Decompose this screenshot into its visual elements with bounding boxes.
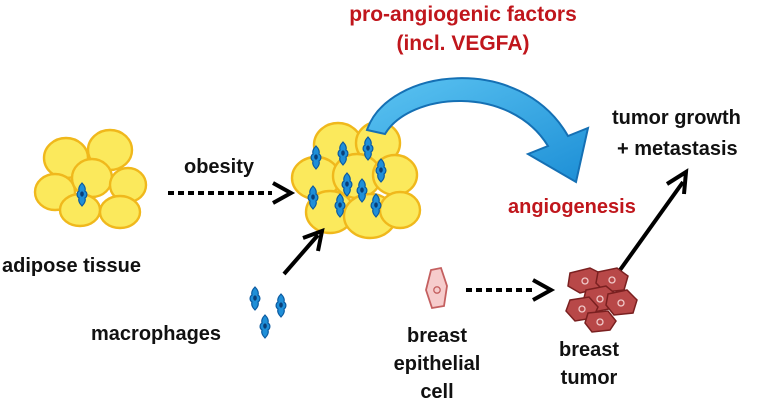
macrophages-label: macrophages [91,323,221,345]
pro-angiogenic-factors-label: pro-angiogenic factors [349,3,577,26]
vegfa-label: (incl. VEGFA) [396,32,529,55]
tumor-label-line2: tumor [561,367,618,389]
progression-arrow [608,168,689,286]
tumor-growth-label: tumor growth [612,107,741,129]
angiogenesis-label: angiogenesis [508,196,636,218]
adipose-tissue-cluster [33,128,148,230]
obesity-arrow [168,181,296,205]
macrophage-icon [249,286,261,311]
macrophage-infiltration-arrow [282,227,325,276]
macrophage-icon [259,314,271,339]
transformation-arrow [466,278,556,302]
epithelial-cell-icon [425,266,448,310]
curved-arrow-icon [365,77,590,184]
epithelial-label-line3: cell [420,381,453,403]
tumor-label-line1: breast [559,339,619,361]
epithelial-label-line2: epithelial [394,353,481,375]
tumor-cells-icon [565,267,638,333]
adipose-tissue-label: adipose tissue [2,255,141,277]
obesity-label: obesity [184,156,255,178]
epithelial-label-line1: breast [407,325,467,347]
macrophages-group [249,286,287,339]
metastasis-label: + metastasis [617,138,738,160]
obese-adipose-tissue-cluster [290,120,422,240]
macrophage-icon [275,293,287,318]
